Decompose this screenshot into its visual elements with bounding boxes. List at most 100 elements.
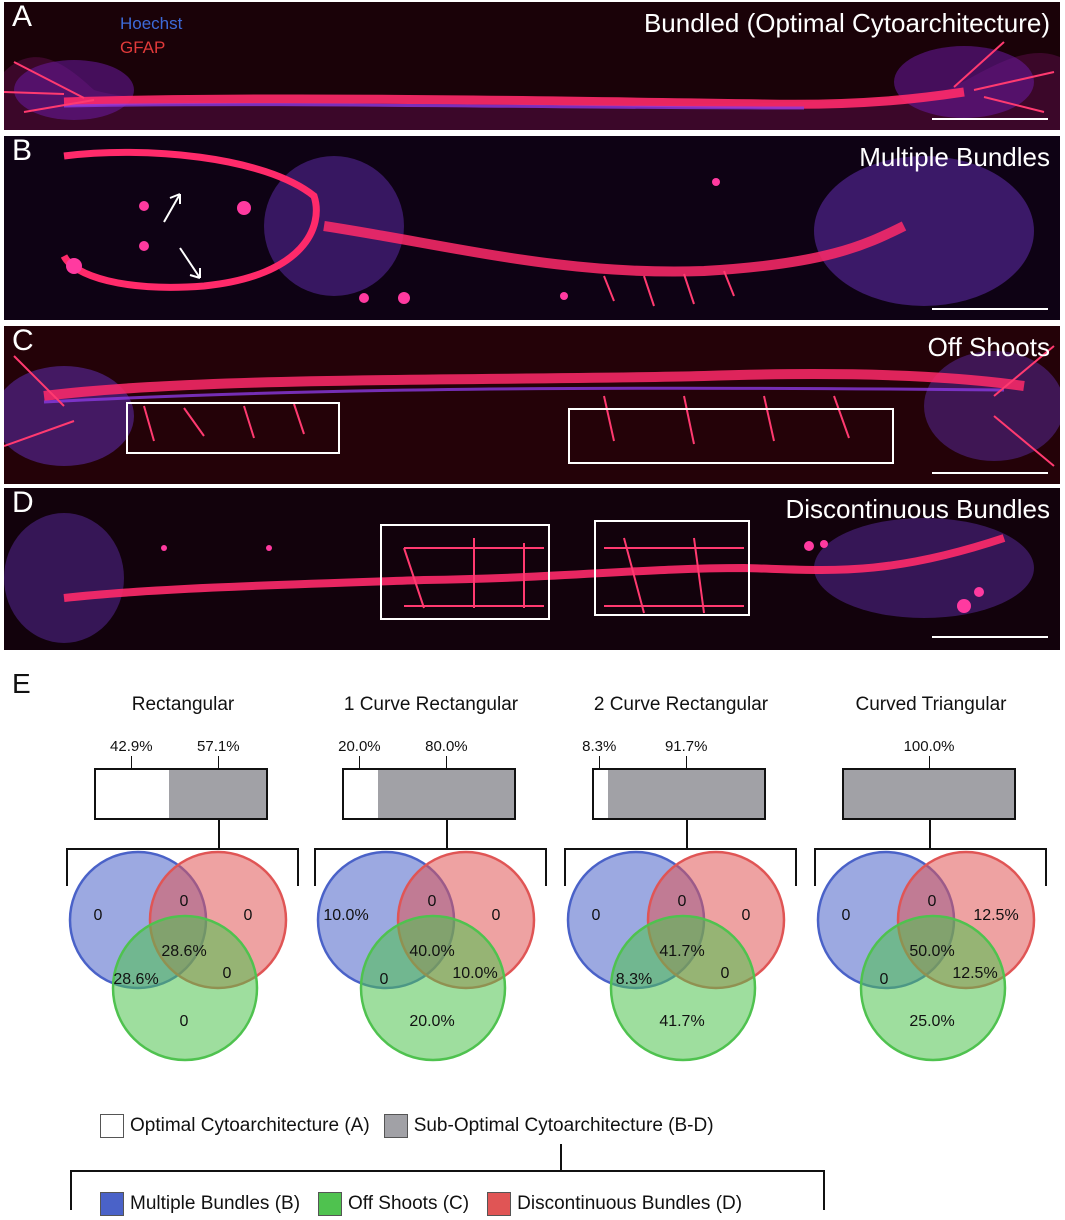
bar-segment-suboptimal [844,770,1014,818]
bracket-stem [929,820,931,848]
legend-label-multiple: Multiple Bundles (B) [130,1193,301,1214]
legend-label-suboptimal: Sub-Optimal Cytoarchitecture (B-D) [413,1115,714,1136]
legend-swatch-optimal [100,1114,124,1138]
bar-label-suboptimal: 57.1% [197,738,240,755]
panel-title-d: Discontinuous Bundles [785,494,1051,524]
legend-bracket-bar [70,1170,824,1172]
panel-letter-d: D [12,488,34,519]
legend-bracket-right [823,1170,825,1210]
legend-label-offshoots: Off Shoots (C) [348,1193,470,1214]
legend-swatch-multiple [100,1192,124,1216]
legend-row-bottom: Multiple Bundles (B) Off Shoots (C) Disc… [100,1192,742,1216]
bar-label-suboptimal: 100.0% [903,738,955,755]
bracket-right [297,848,299,886]
venn-label-d-only: 0 [741,907,751,924]
venn-label-d-only: 12.5% [973,907,1019,924]
bracket-stem [686,820,688,848]
bar-segment-suboptimal [168,770,266,818]
venn-label-d-only: 0 [491,907,501,924]
micrograph-panel-b: B Multiple Bundles [4,136,1060,320]
bracket-bar [314,848,546,850]
bracket-stem [446,820,448,848]
chart-title: Rectangular [131,694,235,715]
bracket-bar [66,848,298,850]
venn-circle-off-shoots [111,914,259,1062]
micrograph-c-image [4,326,1060,484]
venn-label-bcd: 40.0% [409,943,455,960]
chart-title: 1 Curve Rectangular [343,694,519,715]
bracket-left [66,848,68,886]
bar-label-optimal: 20.0% [338,738,381,755]
micrograph-panel-d: D Discontinuous Bundles [4,488,1060,650]
scale-bar-b [932,308,1048,310]
venn-label-bd: 0 [677,893,687,910]
panel-letter-e: E [12,668,31,699]
bar-tick-suboptimal [218,756,220,768]
bar-tick-optimal [599,756,601,768]
venn-label-c-only: 20.0% [409,1013,455,1030]
roi-box-d-left [380,524,550,620]
gfap-label: GFAP [120,38,166,57]
roi-box-c-left [126,402,340,454]
venn-label-bd: 0 [427,893,437,910]
venn-diagram [816,850,1036,1062]
venn-diagram [316,850,536,1062]
panel-title-b: Multiple Bundles [859,142,1050,172]
bracket-right [545,848,547,886]
bar-label-suboptimal: 91.7% [664,738,708,755]
venn-diagram [68,850,288,1062]
venn-circle-off-shoots [859,914,1007,1062]
panel-title-a: Bundled (Optimal Cytoarchitecture) [643,8,1050,38]
bar-label-optimal: 8.3% [582,738,617,755]
bar-segment-suboptimal [378,770,514,818]
venn-label-bc: 0 [379,971,389,988]
arrow-annotations [163,193,201,279]
bracket-bar [564,848,796,850]
venn-label-c-only: 25.0% [909,1013,955,1030]
legend-bracket-stem [560,1144,562,1170]
venn-diagram [566,850,786,1062]
legend-swatch-offshoots [318,1192,343,1216]
legend-label-optimal: Optimal Cytoarchitecture (A) [130,1115,370,1136]
stacked-bar [842,768,1016,820]
venn-label-d-only: 0 [243,907,253,924]
venn-label-cd: 0 [720,965,730,982]
venn-label-bc: 28.6% [113,971,159,988]
bar-tick-optimal [359,756,361,768]
chart-title: 2 Curve Rectangular [593,694,769,715]
chart-title: Curved Triangular [855,694,1007,715]
bracket-stem [218,820,220,848]
micrograph-b-image [4,136,1060,320]
panel-title-c: Off Shoots [927,332,1050,362]
venn-label-b-only: 0 [841,907,851,924]
legend-bracket-left [70,1170,72,1210]
bar-tick-suboptimal [929,756,930,768]
venn-label-bcd: 50.0% [909,943,955,960]
legend-swatch-suboptimal [383,1114,408,1138]
venn-label-bcd: 41.7% [659,943,705,960]
panel-letter-c: C [12,326,34,357]
stacked-bar [592,768,766,820]
venn-label-b-only: 0 [93,907,103,924]
micrograph-a-image [4,2,1060,130]
bar-label-optimal: 42.9% [110,738,153,755]
bracket-right [795,848,797,886]
venn-label-b-only: 0 [591,907,601,924]
legend-label-discontinuous: Discontinuous Bundles (D) [517,1193,743,1214]
venn-label-c-only: 41.7% [659,1013,705,1030]
venn-label-bc: 0 [879,971,889,988]
venn-circle-off-shoots [359,914,507,1062]
roi-box-d-right [594,520,750,616]
venn-circle-off-shoots [609,914,757,1062]
bar-label-suboptimal: 80.0% [425,738,468,755]
venn-label-bd: 0 [927,893,937,910]
venn-label-c-only: 0 [179,1013,189,1030]
bracket-left [314,848,316,886]
micrograph-d-image [4,488,1060,650]
bar-tick-suboptimal [446,756,448,768]
roi-box-c-right [568,408,894,464]
